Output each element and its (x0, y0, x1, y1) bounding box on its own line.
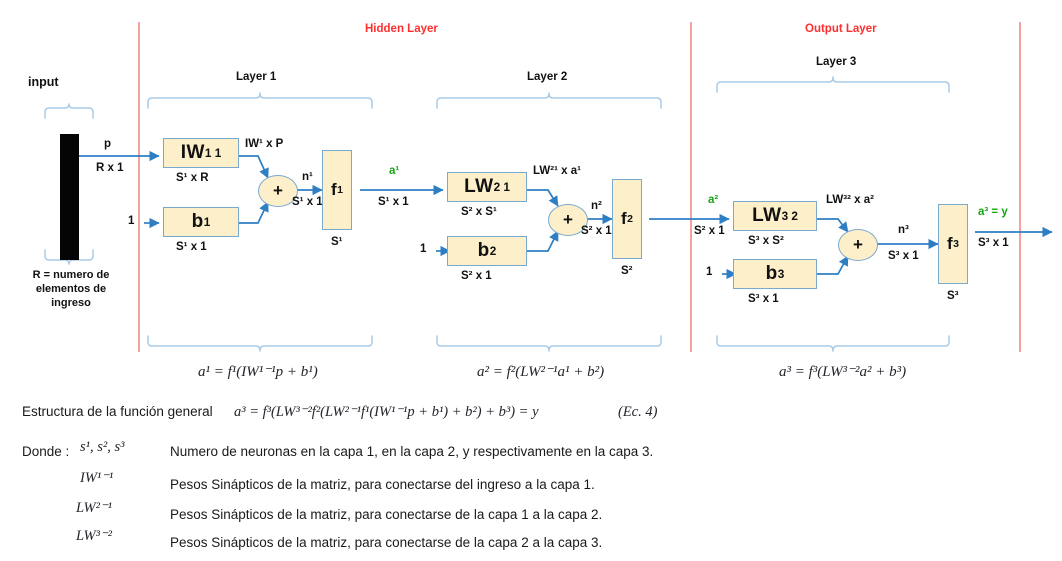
layer3-bias-input-label: 1 (706, 266, 713, 278)
layer1-bias-dim: S¹ x 1 (176, 241, 207, 253)
layer3-output-label: a³ = y (978, 206, 1008, 218)
layer2-equation: a² = f²(LW²⁻¹a¹ + b²) (477, 364, 605, 380)
layer2-weight-box-superscript: 2 1 (493, 180, 510, 194)
layer2-weight-box-label: LW (464, 176, 494, 197)
layer3-weight-box-superscript: 3 2 (781, 209, 798, 223)
definition-text-1: Pesos Sinápticos de la matriz, para cone… (170, 477, 595, 492)
layer2-transfer-label: f (620, 209, 628, 228)
layer1-equation: a¹ = f¹(IW¹⁻¹p + b¹) (198, 364, 318, 380)
layer2-product-label: LW²¹ x a¹ (533, 165, 581, 177)
layer2-weight-dim: S² x S¹ (461, 206, 497, 218)
layer1-sum-symbol: + (273, 181, 283, 200)
layer1-net-label: n¹ (302, 171, 313, 183)
layer3-weight-box-label: LW (752, 205, 782, 226)
layer2-net-dim: S² x 1 (581, 225, 612, 237)
hidden-layer-header: Hidden Layer (365, 23, 438, 35)
layer2-bias-dim: S² x 1 (461, 270, 492, 282)
divider-output-right (1019, 22, 1021, 352)
layer3-sum-node: + (838, 229, 878, 261)
layer3-bias-box-superscript: 3 (777, 267, 785, 281)
layer1-weight-box-superscript: 1 1 (204, 146, 222, 160)
input-note: R = numero de elementos de ingreso (10, 268, 132, 310)
layer3-bias-box-label: b (765, 263, 778, 284)
layer3-product-label: LW³² x a² (826, 194, 874, 206)
layer1-transfer-superscript: 1 (337, 184, 344, 196)
general-structure-label: Estructura de la función general (22, 404, 213, 419)
layer3-equation: a³ = f³(LW³⁻²a² + b³) (779, 364, 907, 380)
layer1-sum-node: + (258, 175, 298, 207)
layer1-output-dim: S¹ x 1 (378, 196, 409, 208)
input-note-line-3: ingreso (51, 297, 91, 310)
layer-3-title: Layer 3 (816, 56, 857, 68)
layer3-transfer-superscript: 3 (953, 238, 960, 250)
divider-input-hidden (138, 22, 140, 352)
input-note-line-2: elementos de (35, 283, 107, 296)
layer2-transfer-dim: S² (621, 265, 633, 277)
layer1-bias-input-label: 1 (128, 215, 135, 227)
layer3-transfer-label: f (946, 234, 954, 253)
layer2-transfer-superscript: 2 (627, 213, 634, 225)
layer2-sum-symbol: + (563, 210, 573, 229)
layer1-bias-box-label: b (191, 211, 204, 232)
layer2-bias-box-label: b (477, 240, 490, 261)
layer1-product-label: IW¹ x P (245, 138, 284, 150)
layer1-bias-box-superscript: 1 (203, 215, 211, 229)
layer2-output-dim: S² x 1 (694, 225, 725, 237)
layer3-sum-symbol: + (853, 235, 863, 254)
definition-symbol-2: LW²⁻¹ (76, 500, 112, 516)
layer-1-title: Layer 1 (236, 71, 277, 83)
layer2-net-label: n² (591, 200, 602, 212)
general-equation: a³ = f³(LW³⁻²f²(LW²⁻¹f¹(IW¹⁻¹p + b¹) + b… (234, 404, 539, 420)
layer1-net-dim: S¹ x 1 (292, 196, 323, 208)
definition-text-0: Numero de neuronas en la capa 1, en la c… (170, 444, 654, 459)
definition-symbol-3: LW³⁻² (76, 528, 112, 544)
layer3-net-dim: S³ x 1 (888, 250, 919, 262)
definition-text-3: Pesos Sinápticos de la matriz, para cone… (170, 535, 603, 550)
layer3-net-label: n³ (898, 224, 909, 236)
layer2-bias-box-superscript: 2 (489, 244, 497, 258)
layer2-output-label: a² (708, 194, 719, 206)
layer1-transfer-dim: S¹ (331, 236, 343, 248)
layer3-transfer-dim: S³ (947, 290, 959, 302)
general-equation-reference: (Ec. 4) (618, 404, 658, 420)
layer1-input-label: p (104, 138, 112, 150)
input-vector-bar (60, 134, 79, 260)
layer1-weight-dim: S¹ x R (176, 172, 209, 184)
layer1-input-dim: R x 1 (96, 162, 124, 174)
layer1-transfer-label: f (330, 180, 338, 199)
definition-symbol-0: s¹, s², s³ (80, 439, 125, 455)
divider-hidden-output (690, 22, 692, 352)
definition-symbol-1: IW¹⁻¹ (80, 470, 114, 486)
input-note-line-1: R = numero de (32, 269, 110, 281)
layer3-weight-dim: S³ x S² (748, 235, 784, 247)
output-layer-header: Output Layer (805, 23, 877, 35)
definition-text-2: Pesos Sinápticos de la matriz, para cone… (170, 507, 603, 522)
layer1-output-label: a¹ (389, 165, 400, 177)
donde-label: Donde : (22, 444, 70, 459)
layer1-weight-box-label: IW (180, 142, 205, 163)
layer3-bias-dim: S³ x 1 (748, 293, 779, 305)
layer3-output-dim: S³ x 1 (978, 237, 1009, 249)
layer-2-title: Layer 2 (527, 71, 568, 83)
input-title: input (28, 75, 59, 89)
layer2-sum-node: + (548, 204, 588, 236)
layer2-bias-input-label: 1 (420, 243, 427, 255)
